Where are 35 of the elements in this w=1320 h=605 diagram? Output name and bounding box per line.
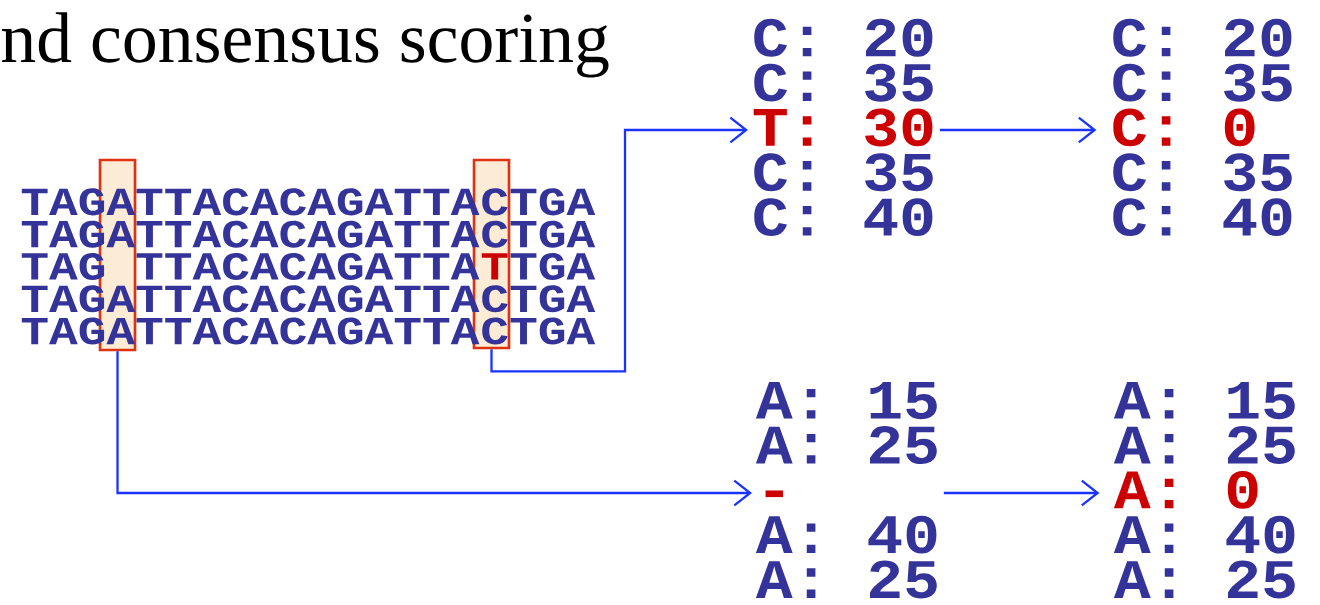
count-line: C: 40 <box>754 198 933 236</box>
sequence-text: C <box>482 220 508 248</box>
count-line: C: 40 <box>1113 198 1292 236</box>
count-line: A: 25 <box>755 560 937 599</box>
count-line: C: 0 <box>1113 108 1255 147</box>
sequence-text: C <box>482 188 508 216</box>
sequence-text: TGA <box>510 188 596 216</box>
count-line: A: 25 <box>1113 426 1295 464</box>
count-line: - <box>765 490 783 498</box>
count-line: A: 0 <box>1113 470 1258 509</box>
arrow <box>943 479 1100 507</box>
count-line: C: 20 <box>1113 18 1292 57</box>
count-line: C: 35 <box>754 153 933 192</box>
count-line: C: 20 <box>754 18 933 57</box>
sequence-text: TGA <box>510 285 596 313</box>
arrow <box>116 351 752 507</box>
count-line: A: 15 <box>755 381 937 420</box>
sequence-text: C <box>482 317 508 345</box>
title: nd consensus scoring <box>2 12 609 78</box>
count-line: C: 35 <box>1113 63 1292 102</box>
sequence-text: TGA <box>510 220 596 248</box>
count-line: A: 15 <box>1113 381 1295 420</box>
count-line: A: 25 <box>755 426 937 464</box>
arrow <box>490 116 748 373</box>
sequence-text: T <box>481 253 508 280</box>
sequence-text: TGA <box>510 317 596 345</box>
count-line: A: 40 <box>755 515 937 554</box>
count-line: A: 25 <box>1113 560 1295 599</box>
sequence-text: TGA <box>510 252 596 280</box>
sequence-text: C <box>482 285 508 313</box>
count-line: C: 35 <box>754 63 933 102</box>
count-line: A: 40 <box>1113 515 1295 554</box>
count-line: C: 35 <box>1113 153 1292 192</box>
arrow <box>939 116 1097 144</box>
count-line: T: 30 <box>753 108 933 147</box>
